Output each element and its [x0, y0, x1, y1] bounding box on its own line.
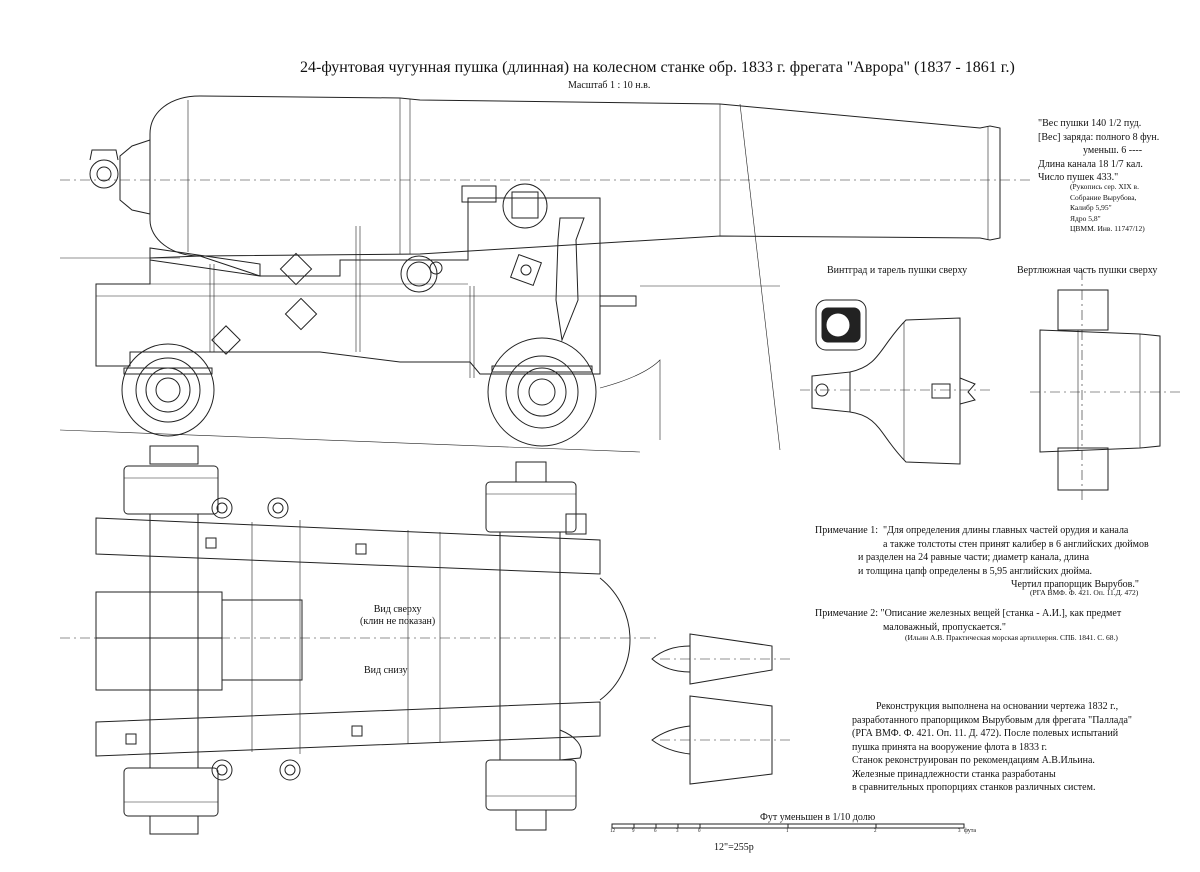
gun-spec-quote: "Вес пушки 140 1/2 пуд. [Вес] заряда: по…: [1038, 117, 1159, 185]
view-top-title: Вид сверху: [373, 604, 422, 615]
scale-bar-subtitle: 12"=255р: [714, 842, 754, 853]
side-view: [59, 95, 1030, 453]
scale-bar: [611, 823, 965, 829]
spec-line: "Вес пушки 140 1/2 пуд.: [1038, 118, 1142, 129]
spec-source: (Рукопись сер. XIX в. Собрание Вырубова,…: [1070, 182, 1145, 235]
view-top-label: Вид сверху (клин не показан): [360, 604, 435, 628]
scale-bar-title: Фут уменьшен в 1/10 долю: [760, 812, 876, 823]
spec-line: Длина канала 18 1/7 кал.: [1038, 158, 1143, 170]
scale-bar-unit: фута: [964, 828, 977, 834]
note-1-ref: (РГА ВМФ. Ф. 421. Оп. 11.Д. 472): [1030, 588, 1139, 597]
trunnion-top-caption: Вертлюжная часть пушки сверху: [1017, 265, 1158, 276]
trunnion-top-detail: [1030, 270, 1180, 500]
note-1-line: и разделен на 24 равные части; диаметр к…: [858, 552, 1090, 563]
note-1-line: и толщина цапф определены в 5,95 английс…: [858, 565, 1093, 577]
source-line: Калибр 5,95": [1070, 203, 1112, 212]
reconstruction-note: Реконструкция выполнена на основании чер…: [852, 700, 1132, 795]
spec-line: [Вес] заряда: полного 8 фун.: [1038, 131, 1160, 143]
carriage-side: [95, 197, 601, 375]
plan-view: [60, 445, 660, 835]
spec-line: Число пушек 433.": [1038, 172, 1119, 183]
reconstruction-line: пушка принята на вооружение флота в 1833…: [852, 741, 1048, 753]
note-1-label: Примечание 1:: [815, 525, 878, 536]
view-top-subtitle: (клин не показан): [360, 616, 436, 627]
front-wheel: [487, 337, 597, 447]
drawing-title: 24-фунтовая чугунная пушка (длинная) на …: [300, 59, 1015, 76]
scale-tick: 0: [698, 829, 701, 834]
scale-label: Масштаб 1 : 10 н.в.: [568, 80, 651, 91]
reconstruction-line: Железные принадлежности станка разработа…: [852, 768, 1056, 780]
scale-tick: 1: [786, 829, 789, 834]
scale-tick: 12: [610, 829, 615, 834]
view-bottom-label: Вид снизу: [364, 665, 408, 676]
note-1-line: "Для определения длины главных частей ор…: [883, 525, 1129, 536]
quoin-details: [651, 633, 790, 785]
reconstruction-line: Станок реконструирован по рекомендациям …: [852, 755, 1095, 766]
scale-tick: 3: [958, 829, 961, 834]
cascabel-side: [119, 139, 151, 215]
source-line: Собрание Вырубова,: [1070, 192, 1137, 202]
source-line: Ядро 5,8": [1070, 213, 1101, 223]
note-2-label: Примечание 2:: [815, 608, 878, 619]
scale-tick: 9: [632, 829, 635, 834]
cascabel-top-caption: Винтград и тарель пушки сверху: [827, 265, 968, 276]
note-2-line: маловажный, пропускается.": [883, 621, 1006, 633]
source-line: (Рукопись сер. XIX в.: [1070, 182, 1139, 191]
reconstruction-line: Реконструкция выполнена на основании чер…: [876, 701, 1119, 712]
note-1: Примечание 1: "Для определения длины гла…: [815, 524, 1149, 592]
barrel-side: [149, 95, 1001, 257]
note-1-line: а также толстоты стен принят калибер в 6…: [883, 538, 1149, 550]
reconstruction-line: разработанного прапорщиком Вырубовым для…: [852, 714, 1132, 726]
note-2-line: "Описание железных вещей [станка - А.И.]…: [880, 608, 1122, 619]
cascabel-top-detail: [800, 299, 990, 465]
scale-tick: 3: [676, 829, 679, 834]
note-2-ref: (Ильин А.В. Практическая морская артилле…: [905, 633, 1118, 642]
note-2: Примечание 2: "Описание железных вещей […: [815, 607, 1121, 634]
source-line: ЦВММ. Инв. 11747/12): [1070, 224, 1145, 233]
scale-tick: 6: [654, 829, 657, 834]
reconstruction-line: в сравнительных пропорциях станков разли…: [852, 782, 1096, 793]
note-1-line: Чертил прапорщик Вырубов.": [1011, 579, 1139, 590]
rear-wheel: [121, 343, 215, 437]
scale-tick: 2: [874, 829, 877, 834]
spec-line: уменьш. 6 ----: [1083, 145, 1143, 156]
reconstruction-line: (РГА ВМФ. Ф. 421. Оп. 11. Д. 472). После…: [852, 728, 1119, 739]
